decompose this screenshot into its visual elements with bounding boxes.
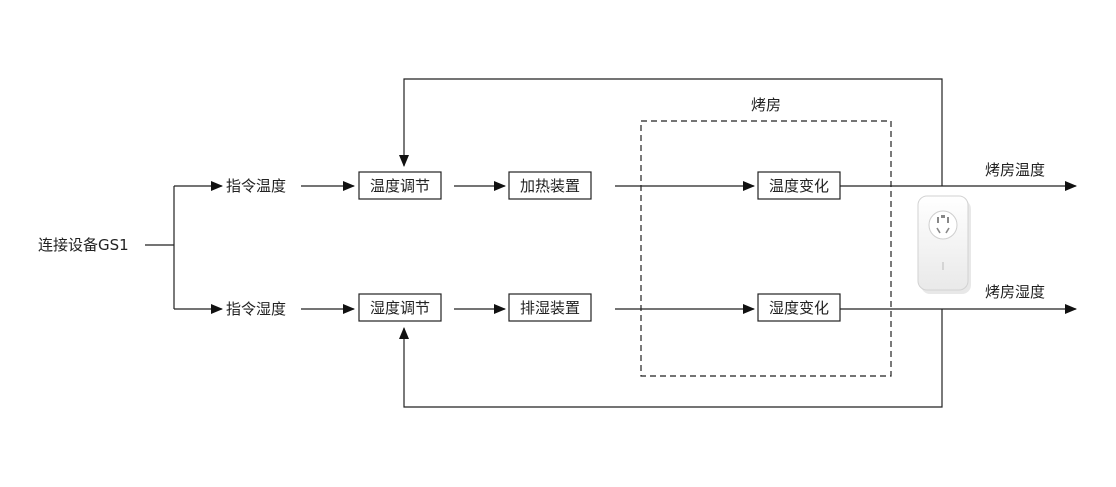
smart-plug-icon [917,195,971,294]
heater-label: 加热装置 [520,177,580,195]
heater-box [508,171,592,200]
cmd-humid-label: 指令湿度 [226,300,286,318]
temp-change-label: 温度变化 [769,177,829,195]
humid-reg-box [358,293,442,322]
room-boundary [640,120,892,377]
temp-feedback-loop [399,78,943,186]
temp-change-box [757,171,841,200]
dehumid-box [508,293,592,322]
source-label: 连接设备GS1 [38,236,129,254]
room-label: 烤房 [751,96,781,114]
humid-change-label: 湿度变化 [769,299,829,317]
temp-reg-box [358,171,442,200]
output-temp-label: 烤房温度 [985,161,1045,179]
output-humid-label: 烤房湿度 [985,283,1045,301]
humid-change-box [757,293,841,322]
dehumid-label: 排湿装置 [520,299,580,317]
humid-reg-label: 湿度调节 [370,299,430,317]
humid-feedback-loop [399,309,943,408]
cmd-temp-label: 指令温度 [226,177,286,195]
temp-reg-label: 温度调节 [370,177,430,195]
